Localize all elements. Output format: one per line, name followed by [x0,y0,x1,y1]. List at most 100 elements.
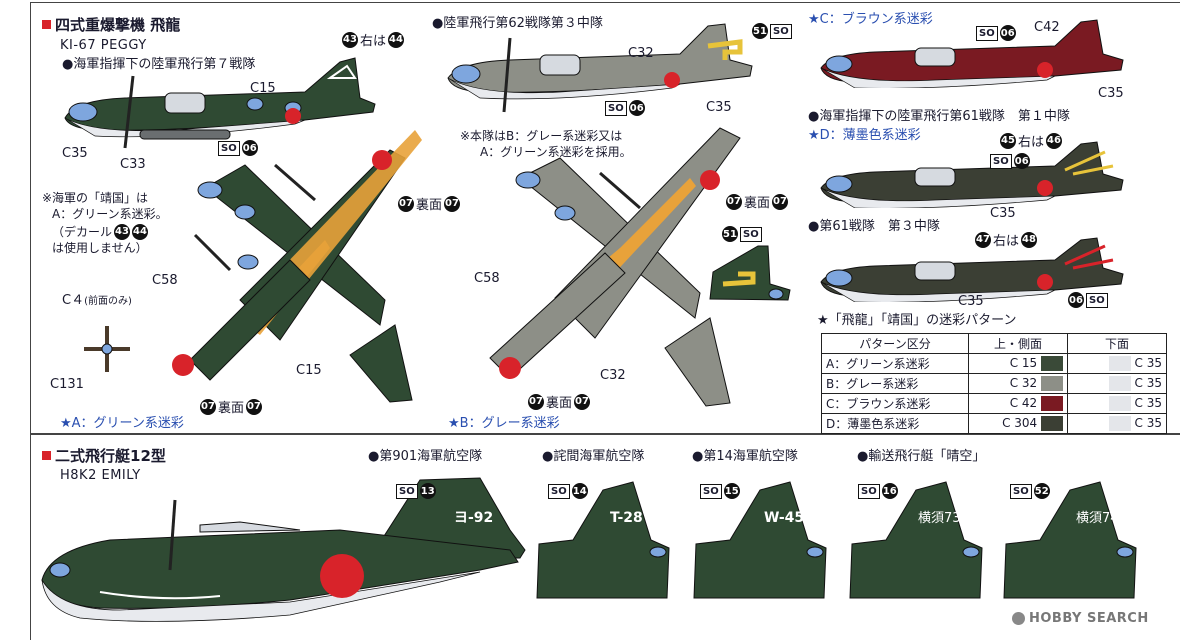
group-14: ●第14海軍航空隊 [692,449,798,464]
tail-4-yokosuka73 [849,481,983,599]
group-61st-sentai-1: ●海軍指揮下の陸軍飛行第61戦隊 第１中隊 [808,109,1070,124]
section1-title: 四式重爆撃機 飛龍 [42,14,180,35]
label-c33: C33 [120,157,146,172]
color-swatch [1108,356,1131,371]
label-c35-sumi-2: C35 [958,294,984,309]
ki67-plan-grey [489,127,741,407]
tail-5-yokosuka74 [1003,481,1137,599]
pattern-cell: C：ブラウン系迷彩 [821,393,969,414]
yasukuni-note-4: は使用しません） [52,241,148,255]
top-color-code: C 304 [1002,416,1038,430]
label-c58-green: C58 [152,273,178,288]
watermark-text: HOBBY SEARCH [1029,611,1149,626]
ki67-side-brown [820,19,1124,88]
color-swatch [1041,356,1063,371]
table-row: D：薄墨色系迷彩 C 304 C 35 [821,413,1167,434]
tail-3-w45 [693,481,827,599]
color-swatch [1108,416,1131,431]
label-c32-side: C32 [628,46,654,61]
group-d-sumi: ★D：薄墨色系迷彩 [808,128,921,143]
tail-code-2: T-28 [610,510,643,526]
tail-code-3: W-45 [764,510,805,526]
color-swatch [1041,416,1063,431]
ki67-side-sumi-1 [820,141,1124,208]
color-swatch [1041,396,1063,411]
bottom-color-code: C 35 [1134,396,1162,410]
yasukuni-note-2: A：グリーン系迷彩。 [52,207,168,221]
label-c35-sumi-1: C35 [990,206,1016,221]
group-seiku: ●輸送飛行艇「晴空」 [857,449,986,464]
tail-code-5: 横須74 [1076,511,1119,526]
label-c35-brown: C35 [1098,86,1124,101]
table-row: A：グリーン系迷彩 C 15 C 35 [821,353,1167,374]
color-swatch [1108,376,1131,391]
camo-pattern-table: パターン区分 上・側面 下面 A：グリーン系迷彩 C 15 C 35 B：グレー… [821,333,1167,434]
label-c15-side: C15 [250,81,276,96]
section2-subtitle: H8K2 EMILY [60,468,141,483]
caption-a-green: ★A：グリーン系迷彩 [60,416,184,431]
label-c4: C４(前面のみ) [62,293,132,308]
label-c131: C131 [50,377,84,392]
color-swatch [1041,376,1063,391]
color-swatch [1108,396,1131,411]
table-row: C：ブラウン系迷彩 C 42 C 35 [821,393,1167,414]
hobby-search-watermark: HOBBY SEARCH [1012,611,1149,626]
tail-code-4: 横須73 [918,511,961,526]
camo-table-title: ★「飛龍」「靖国」の迷彩パターン [817,313,1017,328]
grey-note-2: A：グリーン系迷彩を採用。 [480,145,632,159]
label-c15-plan: C15 [296,363,322,378]
section-divider [30,433,1180,435]
caption-b-grey: ★B：グレー系迷彩 [448,416,560,431]
ki67-side-sumi-2 [820,237,1124,302]
table-row: B：グレー系迷彩 C 32 C 35 [821,373,1167,394]
tail-code-1: ヨ-92 [454,510,494,526]
bottom-color-code: C 35 [1134,356,1162,370]
top-color-code: C 42 [1009,396,1038,410]
grey-note-1: ※本隊はB：グレー系迷彩又は [460,129,623,143]
bottom-color-code: C 35 [1134,376,1162,390]
top-rule [30,2,1180,3]
group-901: ●第901海軍航空隊 [368,449,483,464]
tail-2-t28 [536,481,670,599]
top-color-code: C 15 [1009,356,1038,370]
group-c-brown: ★C：ブラウン系迷彩 [808,12,933,27]
top-color-code: C 32 [1009,376,1038,390]
section1-subtitle: KI-67 PEGGY [60,38,147,53]
label-c32-plan: C32 [600,368,626,383]
pattern-cell: A：グリーン系迷彩 [821,353,969,374]
ki67-side-grey [447,23,753,113]
pattern-cell: B：グレー系迷彩 [821,373,969,394]
watermark-logo-icon [1012,612,1025,625]
table-header-top: 上・側面 [968,333,1068,354]
label-c42: C42 [1034,20,1060,35]
group-61st-sentai-3: ●第61戦隊 第３中隊 [808,219,940,234]
table-header-bottom: 下面 [1067,333,1167,354]
ki67-plan-green [172,130,422,403]
yasukuni-note-1: ※海軍の「靖国」は [42,191,149,205]
propeller-front-icon [84,326,130,372]
tail-closeup-grey [709,245,791,301]
group-takuma: ●詫間海軍航空隊 [542,449,645,464]
h8k2-flying-boat [41,477,526,622]
pattern-cell: D：薄墨色系迷彩 [821,413,969,434]
